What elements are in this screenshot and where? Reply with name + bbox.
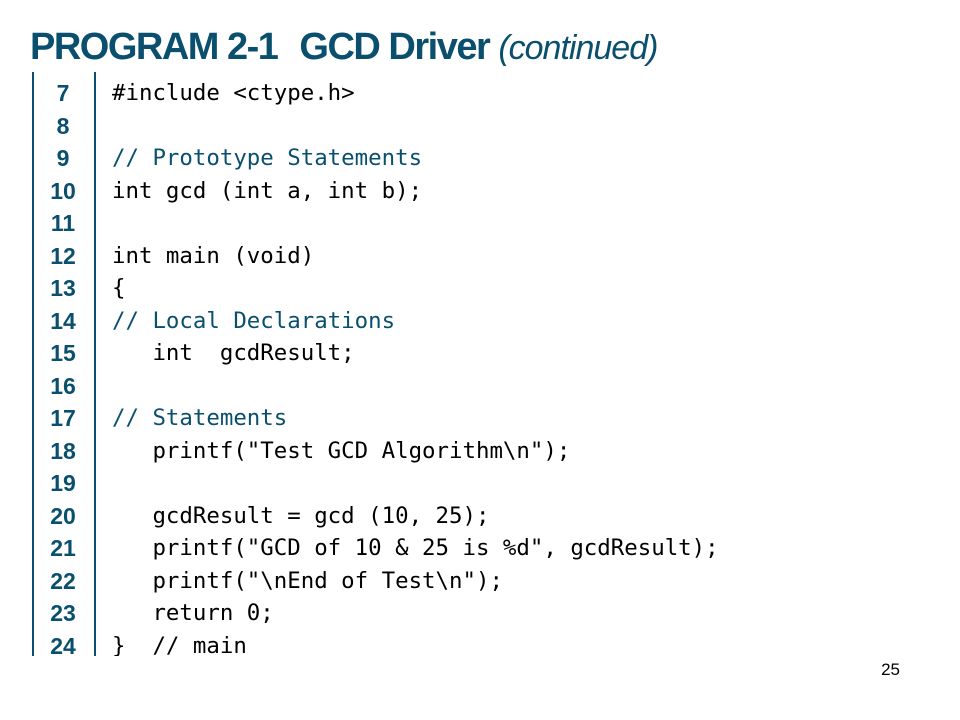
code-line: 11 [32, 207, 802, 240]
program-label: PROGRAM 2-1 [30, 26, 279, 68]
line-number: 16 [50, 372, 76, 399]
code-line: 23 return 0; [32, 597, 802, 630]
line-number: 22 [50, 567, 76, 594]
code-text: { [112, 275, 126, 301]
line-number: 8 [56, 112, 70, 139]
line-number: 10 [50, 177, 76, 204]
continued-note: (continued) [498, 29, 658, 67]
program-title: GCD Driver [299, 26, 490, 68]
code-line: 12 int main (void) [32, 240, 802, 273]
code-line: 14 // Local Declarations [32, 305, 802, 338]
code-line: 18 printf("Test GCD Algorithm\n"); [32, 435, 802, 468]
code-line: 9 // Prototype Statements [32, 142, 802, 175]
code-line: 7 #include <ctype.h> [32, 77, 802, 110]
code-comment: // Prototype Statements [112, 145, 423, 171]
code-line: 10 int gcd (int a, int b); [32, 175, 802, 208]
line-number: 9 [56, 145, 70, 171]
line-number: 24 [50, 632, 76, 657]
code-line: 8 [32, 110, 802, 143]
gutter-left-rule [32, 72, 34, 656]
code-text: printf("\nEnd of Test\n"); [112, 567, 503, 594]
code-listing: 7 #include <ctype.h> 8 9 // Prototype Statem… [32, 72, 802, 656]
code-comment: // Local Declarations [112, 307, 396, 334]
line-number: 20 [50, 502, 76, 529]
code-text: int gcd (int a, int b); [112, 177, 423, 204]
code-line: 24 } // main [32, 630, 802, 657]
program-heading: PROGRAM 2-1 GCD Driver (continued) [30, 22, 658, 72]
code-line: 13 { [32, 272, 802, 305]
code-text: printf("Test GCD Algorithm\n"); [112, 437, 571, 464]
line-number: 23 [50, 600, 76, 626]
line-number: 21 [50, 535, 76, 561]
line-number: 7 [56, 80, 70, 106]
code-line: 19 [32, 467, 802, 500]
code-text: } // main [112, 632, 247, 657]
gutter-divider [94, 72, 96, 656]
line-number: 18 [50, 437, 76, 464]
code-text: int gcdResult; [112, 340, 355, 366]
code-line: 17 // Statements [32, 402, 802, 435]
line-number: 13 [50, 275, 76, 301]
code-text: #include <ctype.h> [112, 80, 355, 106]
line-number: 15 [50, 340, 76, 366]
line-number: 14 [50, 307, 76, 334]
line-number: 11 [50, 210, 76, 236]
line-number: 12 [50, 242, 76, 269]
code-line: 16 [32, 370, 802, 403]
code-text: return 0; [112, 600, 274, 626]
line-number: 17 [50, 405, 76, 431]
code-line: 22 printf("\nEnd of Test\n"); [32, 565, 802, 598]
code-comment: // Statements [112, 405, 288, 431]
line-number: 19 [50, 470, 76, 496]
code-text: int main (void) [112, 242, 315, 269]
code-text: printf("GCD of 10 & 25 is %d", gcdResult… [112, 535, 719, 561]
page-number: 25 [881, 660, 900, 679]
code-line: 15 int gcdResult; [32, 337, 802, 370]
code-line: 20 gcdResult = gcd (10, 25); [32, 500, 802, 533]
code-line: 21 printf("GCD of 10 & 25 is %d", gcdRes… [32, 532, 802, 565]
code-text: gcdResult = gcd (10, 25); [112, 502, 490, 529]
